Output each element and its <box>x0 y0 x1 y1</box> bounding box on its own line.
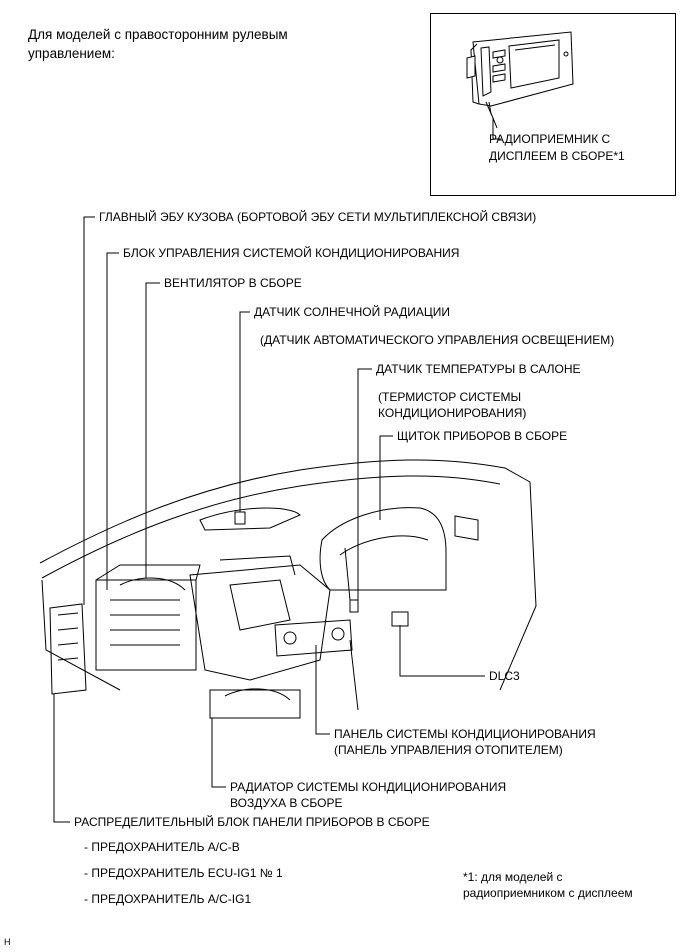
label-ac-control-unit: БЛОК УПРАВЛЕНИЯ СИСТЕМОЙ КОНДИЦИОНИРОВАН… <box>123 246 460 260</box>
leader-blower <box>145 282 160 578</box>
corner-mark: H <box>4 937 11 947</box>
leader-junction-block <box>53 694 70 823</box>
radio-receiver-label-line-2: ДИСПЛЕЕМ В СБОРЕ*1 <box>489 149 625 163</box>
leader-main-body-ecu <box>83 216 95 605</box>
radio-receiver-label-line-1: РАДИОПРИЕМНИК С <box>489 132 611 146</box>
label-radiator-line-1: РАДИАТОР СИСТЕМЫ КОНДИЦИОНИРОВАНИЯ <box>230 780 507 794</box>
label-main-body-ecu: ГЛАВНЫЙ ЭБУ КУЗОВА (БОРТОВОЙ ЭБУ СЕТИ МУ… <box>99 210 537 224</box>
diagram-title-line-2: управлением: <box>28 46 115 61</box>
leader-ac-panel <box>315 645 330 735</box>
footnote-line-2: радиоприемником с дисплеем <box>463 886 633 900</box>
label-room-temp-sensor: ДАТЧИК ТЕМПЕРАТУРЫ В САЛОНЕ <box>376 362 581 376</box>
label-fuse-ac-b: - ПРЕДОХРАНИТЕЛЬ A/C-B <box>84 840 240 854</box>
radio-inset-box: РАДИОПРИЕМНИК С ДИСПЛЕЕМ В СБОРЕ*1 <box>430 13 676 196</box>
leader-combination-meter <box>379 435 393 520</box>
label-ac-panel-line-2: (ПАНЕЛЬ УПРАВЛЕНИЯ ОТОПИТЕЛЕМ) <box>334 743 563 757</box>
label-blower: ВЕНТИЛЯТОР В СБОРЕ <box>164 276 302 290</box>
label-fuse-ac-ig1: - ПРЕДОХРАНИТЕЛЬ A/C-IG1 <box>84 892 252 906</box>
label-solar-sensor-note: (ДАТЧИК АВТОМАТИЧЕСКОГО УПРАВЛЕНИЯ ОСВЕЩ… <box>260 333 615 347</box>
diagram-title-line-1: Для моделей с правосторонним рулевым <box>28 27 288 42</box>
label-fuse-ecu-ig1: - ПРЕДОХРАНИТЕЛЬ ECU-IG1 № 1 <box>84 866 283 880</box>
label-solar-sensor: ДАТЧИК СОЛНЕЧНОЙ РАДИАЦИИ <box>254 305 451 319</box>
label-radiator-line-2: ВОЗДУХА В СБОРЕ <box>230 796 343 810</box>
label-dlc3: DLC3 <box>489 669 520 683</box>
footnote-line-1: *1: для моделей с <box>463 870 563 884</box>
label-combination-meter: ЩИТОК ПРИБОРОВ В СБОРЕ <box>397 429 568 443</box>
leader-room-temp-sensor <box>357 368 372 600</box>
radio-receiver-illustration <box>466 31 574 140</box>
label-ac-panel-line-1: ПАНЕЛЬ СИСТЕМЫ КОНДИЦИОНИРОВАНИЯ <box>334 727 596 741</box>
label-room-temp-note-line-2: КОНДИЦИОНИРОВАНИЯ) <box>378 406 527 420</box>
label-room-temp-note-line-1: (ТЕРМИСТОР СИСТЕМЫ <box>378 390 522 404</box>
label-junction-block: РАСПРЕДЕЛИТЕЛЬНЫЙ БЛОК ПАНЕЛИ ПРИБОРОВ В… <box>74 815 430 829</box>
leader-ac-control-unit <box>106 252 119 590</box>
leader-solar-sensor <box>239 311 250 512</box>
leader-dlc3 <box>399 625 485 677</box>
leader-radiator <box>211 718 226 788</box>
